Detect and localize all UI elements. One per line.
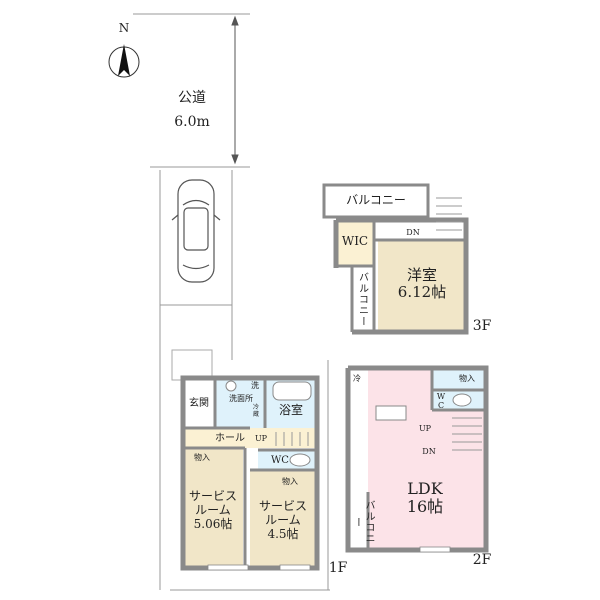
compass-icon — [108, 44, 140, 78]
washroom-label: 洗面所 — [229, 394, 253, 403]
service-room-1: サービス ルーム 5.06帖 — [188, 489, 237, 531]
road-name: 公道 — [178, 90, 206, 106]
floor1-up-label: UP — [254, 434, 268, 443]
hall-label: ホール — [215, 433, 245, 444]
bath-label: 浴室 — [278, 403, 303, 417]
floor1-storage-right: 物入 — [282, 477, 298, 486]
road-width: 6.0m — [174, 114, 210, 130]
road-dimension — [231, 15, 239, 165]
floor3-balcony-top: バルコニー — [346, 193, 406, 207]
floor2-dn: DN — [422, 447, 436, 456]
fridge-mark: 冷 蔵 — [252, 404, 259, 418]
car-icon — [171, 179, 221, 283]
washer-label: 洗 — [251, 381, 259, 390]
site-lines — [133, 13, 330, 591]
floor3-label: 3F — [472, 318, 492, 334]
floor2-up: UP — [418, 424, 432, 433]
floor1-label: 1F — [328, 560, 348, 576]
wic-label: WIC — [341, 234, 369, 248]
floor3-plan — [322, 183, 469, 335]
floor2-label: 2F — [472, 552, 492, 568]
floor3-balcony-side: バルコニー — [356, 271, 368, 327]
floor2-storage: 物入 — [459, 374, 475, 383]
western-room-label: 洋室 6.12帖 — [397, 266, 447, 302]
entrance-label: 玄関 — [189, 398, 209, 409]
floor1-wc-label: WC — [271, 455, 289, 466]
floor1-plan — [171, 349, 320, 571]
ldk-label: LDK 16帖 — [406, 479, 444, 517]
floor3-dn: DN — [406, 228, 420, 237]
service-room-2: サービス ルーム 4.5帖 — [258, 499, 307, 541]
floor1-storage-left: 物入 — [194, 453, 210, 462]
floor2-wc: W C — [436, 392, 446, 411]
north-label: N — [118, 21, 130, 35]
floor2-balcony: バルコニー — [351, 500, 375, 544]
floor2-plan — [345, 365, 489, 553]
floor2-fridge: 冷 — [353, 374, 361, 383]
